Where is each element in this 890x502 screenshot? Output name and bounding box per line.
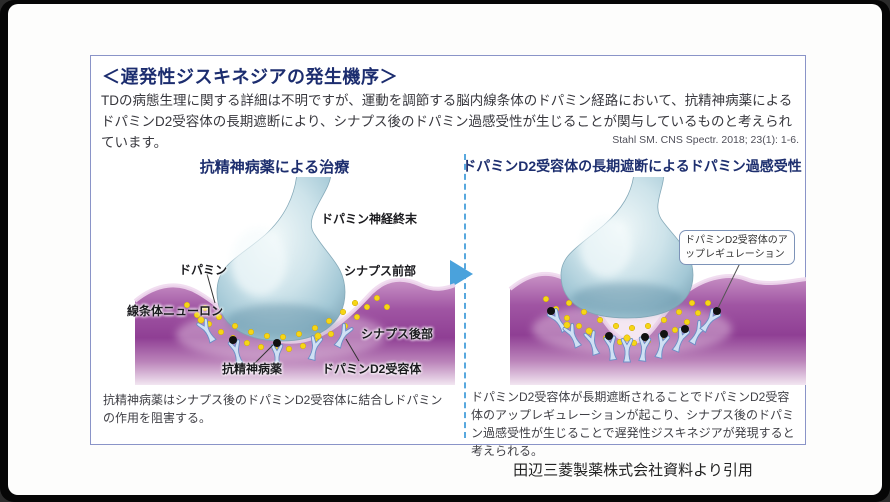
- panel-divider: [464, 154, 466, 438]
- label-presynaptic: シナプス前部: [344, 264, 417, 278]
- label-postsynaptic: シナプス後部: [361, 327, 434, 341]
- figure-description: TDの病態生理に関する詳細は不明ですが、運動を調節する脳内線条体のドパミン経路に…: [101, 93, 793, 150]
- figure-title: ＜遅発性ジスキネジアの発生機序＞: [102, 67, 398, 87]
- left-panel-title: 抗精神病薬による治療: [199, 159, 350, 176]
- upregulation-callout: ドパミンD2受容体のアップレギュレーション: [679, 230, 795, 265]
- label-nerve-terminal: ドパミン神経終末: [321, 212, 418, 226]
- citation-text: Stahl SM. CNS Spectr. 2018; 23(1): 1-6.: [612, 134, 799, 146]
- label-d2-receptor: ドパミンD2受容体: [322, 362, 422, 376]
- left-synapse-illustration: [133, 177, 456, 385]
- label-striatal-neuron: 線条体ニューロン: [127, 304, 224, 318]
- right-panel-caption: ドパミンD2受容体が長期遮断されることでドパミンD2受容体のアップレギュレーショ…: [471, 390, 795, 458]
- right-synapse-illustration: [508, 177, 807, 385]
- left-panel-caption: 抗精神病薬はシナプス後のドパミンD2受容体に結合しドパミンの作用を阻害する。: [103, 393, 443, 425]
- source-credit: 田辺三菱製薬株式会社資料より引用: [513, 462, 753, 479]
- label-dopamine: ドパミン: [179, 263, 228, 277]
- right-panel-title: ドパミンD2受容体の長期遮断によるドパミン過感受性: [462, 158, 802, 174]
- label-antipsychotic: 抗精神病薬: [222, 362, 283, 376]
- slide-page: ＜遅発性ジスキネジアの発生機序＞ TDの病態生理に関する詳細は不明ですが、運動を…: [8, 4, 882, 495]
- arrow-right-icon: [450, 260, 473, 288]
- figure-frame: ＜遅発性ジスキネジアの発生機序＞ TDの病態生理に関する詳細は不明ですが、運動を…: [90, 55, 807, 458]
